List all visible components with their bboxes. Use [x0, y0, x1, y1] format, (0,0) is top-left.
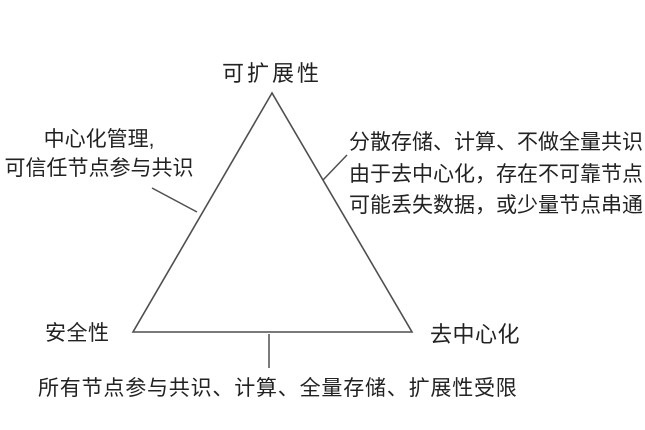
annotation-right-line1: 分散存储、计算、不做全量共识	[349, 131, 643, 154]
right-connector-line	[322, 154, 348, 181]
annotation-right-line3: 可能丢失数据，或少量节点串通	[349, 194, 643, 217]
triangle-shape	[131, 91, 414, 333]
annotation-right: 分散存储、计算、不做全量共识 由于去中心化，存在不可靠节点 可能丢失数据，或少量…	[349, 127, 643, 222]
vertex-label-decentralization: 去中心化	[430, 322, 521, 347]
left-connector-line	[151, 187, 198, 213]
annotation-bottom: 所有节点参与共识、计算、全量存储、扩展性受限	[38, 377, 518, 400]
annotation-left: 中心化管理, 可信任节点参与共识	[5, 125, 194, 183]
annotation-left-line2: 可信任节点参与共识	[4, 157, 194, 180]
annotation-left-line1: 中心化管理,	[43, 128, 155, 151]
vertex-label-scalability: 可扩展性	[221, 61, 323, 86]
annotation-right-line2: 由于去中心化，存在不可靠节点	[349, 162, 643, 186]
vertex-label-security: 安全性	[45, 322, 110, 345]
